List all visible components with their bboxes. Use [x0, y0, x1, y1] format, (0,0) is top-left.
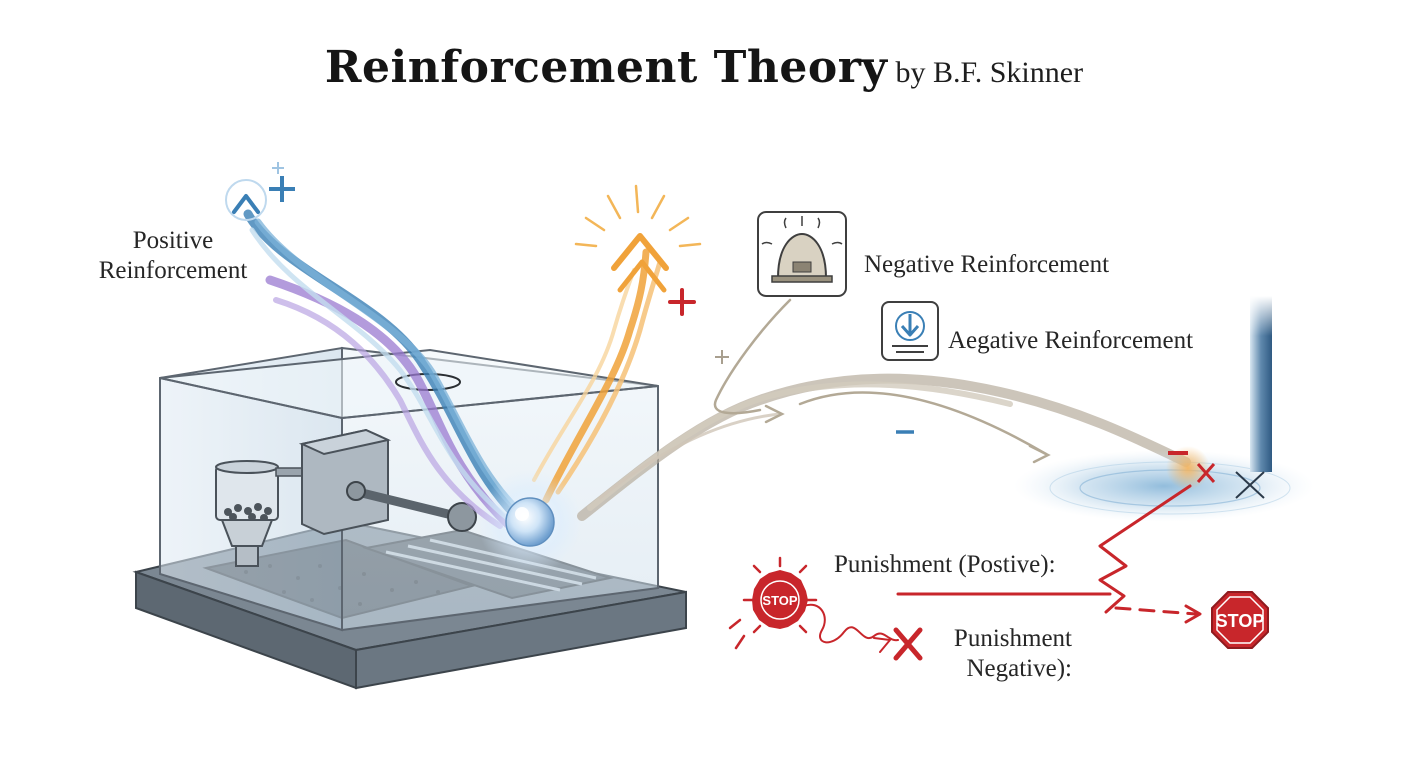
label-line: Reinforcement	[98, 257, 248, 284]
extinction-pool	[1014, 296, 1314, 522]
negative-reinforcement-streams	[577, 298, 1191, 521]
aegative-reinforcement-label: Aegative Reinforcement	[948, 327, 1194, 354]
x-mark-icon	[893, 627, 923, 661]
positive-reinforcement-label: Positive Reinforcement	[78, 226, 268, 286]
reinforcer-orb	[478, 470, 582, 574]
label-line: Punishment	[953, 625, 1072, 652]
alarm-icon-box	[757, 211, 847, 297]
reward-stream	[532, 248, 663, 504]
stop-sign-icon: STOP	[1211, 591, 1269, 649]
food-dispenser	[215, 460, 307, 567]
stop-sign-label-left: STOP	[762, 593, 797, 608]
positive-reinforcement-streams	[243, 209, 528, 529]
arrow-up-icon	[232, 194, 260, 214]
negative-small-signs	[715, 350, 914, 434]
title-main: Reinforcement Theory	[324, 42, 888, 93]
alarm-icon	[776, 232, 828, 279]
title-subtitle: by B.F. Skinner	[895, 56, 1084, 89]
stop-sign-icon: STOP	[728, 556, 818, 650]
punishment-negative-label: Punishment Negative):	[900, 624, 1072, 684]
label-line: Positive	[132, 227, 214, 254]
label-line: Negative):	[966, 655, 1072, 682]
box-base-right	[355, 590, 687, 690]
negative-reinforcement-label: Negative Reinforcement	[864, 251, 1110, 278]
reward-arrow-icon	[574, 184, 702, 316]
punishment-lines	[803, 484, 1202, 653]
arrow-up-icon	[611, 233, 669, 271]
punishment-positive-label: Punishment (Postive):	[834, 551, 1056, 578]
skinner-box	[132, 346, 687, 690]
x-mark-icon	[1196, 463, 1216, 483]
stop-sign-label-right: STOP	[1216, 611, 1265, 631]
positive-plus-icon	[225, 162, 295, 221]
x-mark-icon	[1235, 471, 1265, 499]
download-icon-box	[881, 301, 939, 361]
pillar	[1250, 296, 1272, 472]
download-icon	[895, 311, 925, 341]
response-lever	[298, 428, 477, 536]
